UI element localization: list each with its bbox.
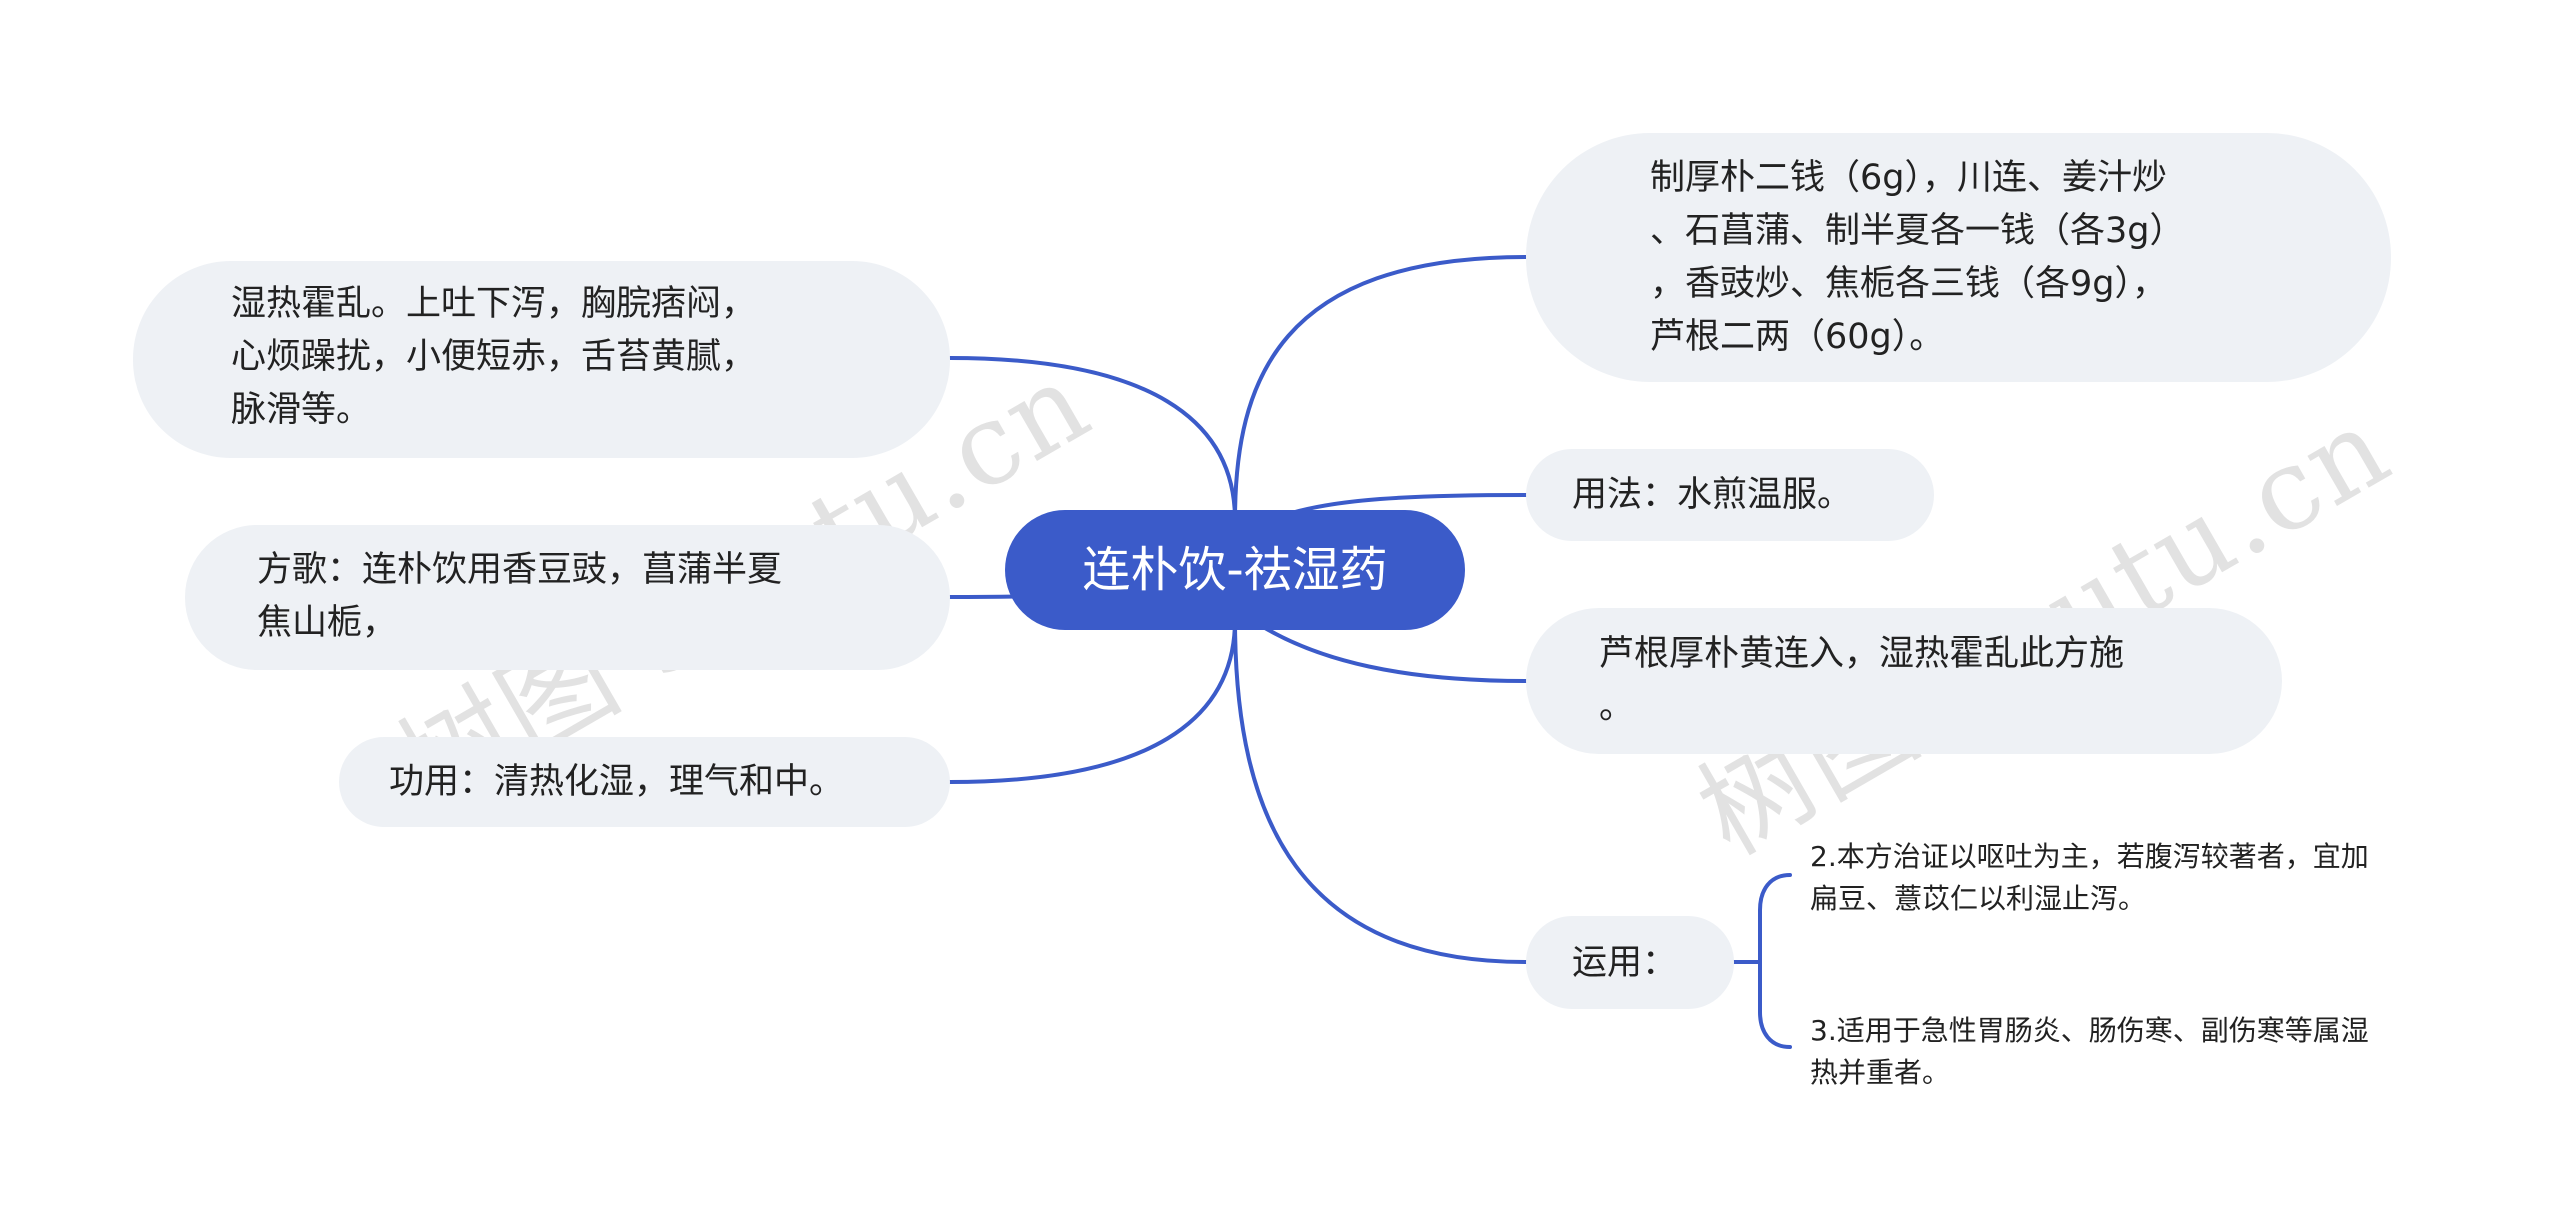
link-right-1 bbox=[1233, 255, 1528, 522]
topic-function[interactable]: 功用：清热化湿，理气和中。 bbox=[339, 737, 950, 827]
central-topic[interactable]: 连朴饮-祛湿药 bbox=[1005, 510, 1465, 630]
link-usage-bracket bbox=[1758, 873, 1792, 1049]
link-left-3 bbox=[948, 618, 1237, 784]
topic-symptoms[interactable]: 湿热霍乱。上吐下泻，胸脘痞闷， 心烦躁扰，小便短赤，舌苔黄腻， 脉滑等。 bbox=[133, 261, 950, 458]
link-left-1 bbox=[948, 356, 1237, 522]
link-right-2 bbox=[1293, 493, 1528, 514]
application-item-3[interactable]: 3.适用于急性胃肠炎、肠伤寒、副伤寒等属湿 热并重者。 bbox=[1810, 1014, 2369, 1089]
topic-composition[interactable]: 制厚朴二钱（6g），川连、姜汁炒 、石菖蒲、制半夏各一钱（各3g） ，香豉炒、焦… bbox=[1526, 133, 2391, 382]
link-right-4 bbox=[1233, 618, 1528, 964]
link-right-3 bbox=[1263, 626, 1528, 683]
application-item-2[interactable]: 2.本方治证以呕吐为主，若腹泻较著者，宜加 扁豆、薏苡仁以利湿止泻。 bbox=[1810, 840, 2369, 915]
topic-formula-song[interactable]: 方歌：连朴饮用香豆豉，菖蒲半夏 焦山栀， bbox=[185, 525, 950, 670]
topic-application[interactable]: 运用： bbox=[1526, 916, 1734, 1009]
topic-mnemonic[interactable]: 芦根厚朴黄连入，湿热霍乱此方施 。 bbox=[1526, 608, 2282, 754]
topic-usage-method[interactable]: 用法：水煎温服。 bbox=[1526, 449, 1934, 541]
